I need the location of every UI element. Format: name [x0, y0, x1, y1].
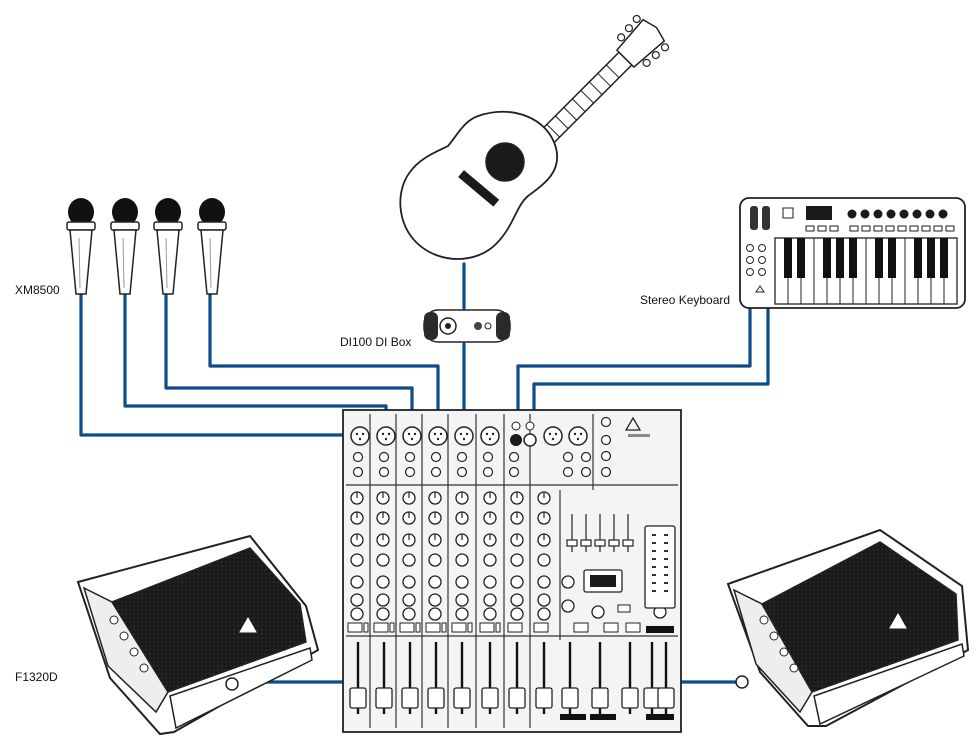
mixer-icon: [342, 409, 682, 733]
microphone-icon: [153, 198, 183, 295]
microphones: [66, 198, 227, 295]
di-box-label: DI100 DI Box: [340, 335, 412, 349]
microphone-icon: [197, 198, 227, 295]
cable-mic-1: [79, 292, 360, 437]
cable-mic-4: [208, 292, 440, 420]
speaker-label: F1320D: [15, 670, 58, 684]
di-box-icon: [423, 309, 511, 343]
keyboard-label: Stereo Keyboard: [640, 293, 731, 307]
microphone-label: XM8500: [15, 283, 60, 297]
microphone-icon: [110, 198, 140, 295]
cable-mic-3: [164, 292, 414, 420]
microphone-icon: [66, 198, 96, 295]
stage-monitor-icon: [76, 534, 320, 736]
cable-mic-2: [123, 292, 388, 420]
stage-monitor-icon: [726, 528, 970, 727]
midi-keyboard-icon: [739, 197, 966, 309]
acoustic-guitar-icon: [399, 14, 670, 260]
